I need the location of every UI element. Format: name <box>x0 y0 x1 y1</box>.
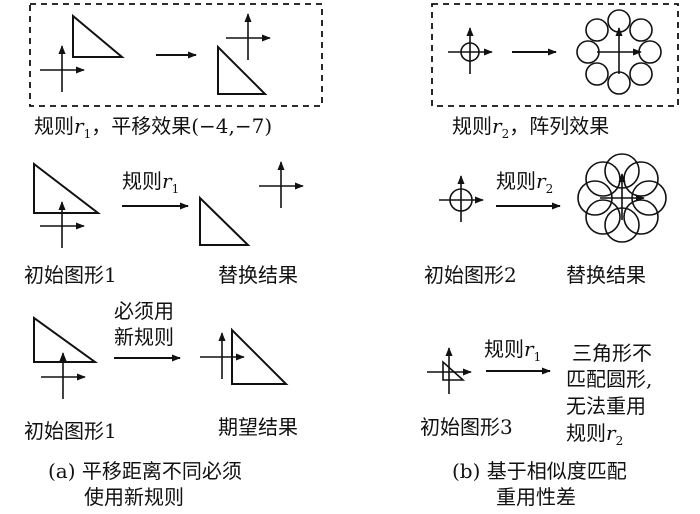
axis-cross-icon <box>259 162 303 208</box>
result-caption: 替换结果 <box>218 263 298 287</box>
circle-cross-icon <box>439 176 483 222</box>
rule-arrow-label: 规则r2 <box>496 169 553 196</box>
panel-a-caption-line2: 使用新规则 <box>84 485 184 509</box>
initial-shape-caption: 初始图形1 <box>24 419 117 443</box>
triangle-cross-icon <box>427 348 471 394</box>
mismatch-note-line2: 匹配圆形, <box>566 367 652 391</box>
example-label-a: 规则r1，平移效果(−4,−7) <box>34 114 272 141</box>
rule-arrow-label: 规则r1 <box>484 337 541 364</box>
triangle-shape-shifted <box>217 44 268 95</box>
new-rule-label-line1: 必须用 <box>114 299 174 323</box>
circle-array-shape <box>576 9 662 95</box>
result-caption: 替换结果 <box>566 263 646 287</box>
axis-cross-icon <box>40 46 84 92</box>
triangle-shape <box>33 161 101 214</box>
initial-shape-caption: 初始图形3 <box>420 415 513 439</box>
axis-cross-icon <box>40 202 84 248</box>
initial-shape-caption: 初始图形2 <box>424 263 517 287</box>
mismatch-note-line4: 规则r2 <box>566 421 623 448</box>
triangle-shape <box>33 316 99 363</box>
mismatch-note-line1: 三角形不 <box>572 341 652 365</box>
triangle-shape <box>72 13 125 58</box>
axis-cross-icon <box>41 353 85 399</box>
rule-arrow-label: 规则r1 <box>122 169 179 196</box>
axis-cross-icon <box>200 333 244 379</box>
axis-cross-icon <box>226 14 270 60</box>
panel-a-caption-line1: (a) 平移距离不同必须 <box>48 459 242 483</box>
circle-array-result <box>577 153 667 243</box>
initial-shape-caption: 初始图形1 <box>24 263 117 287</box>
triangle-shape-result <box>199 195 251 246</box>
panel-b: 规则r2，阵列效果 规则r2 初始图形2 替换结果 <box>420 3 679 509</box>
example-label-b: 规则r2，阵列效果 <box>452 114 609 141</box>
expected-caption: 期望结果 <box>218 415 298 439</box>
panel-b-caption-line1: (b) 基于相似度匹配 <box>452 459 627 483</box>
example-box-b <box>431 3 679 107</box>
example-box-a <box>29 3 323 107</box>
mismatch-note-line3: 无法重用 <box>566 394 646 418</box>
new-rule-label-line2: 新规则 <box>114 325 174 349</box>
panel-a: 规则r1，平移效果(−4,−7) 规则r1 初始图形1 替换结果 必须用 新规则 <box>24 3 323 509</box>
circle-cross-icon <box>448 28 492 74</box>
panel-b-caption-line2: 重用性差 <box>496 485 576 509</box>
